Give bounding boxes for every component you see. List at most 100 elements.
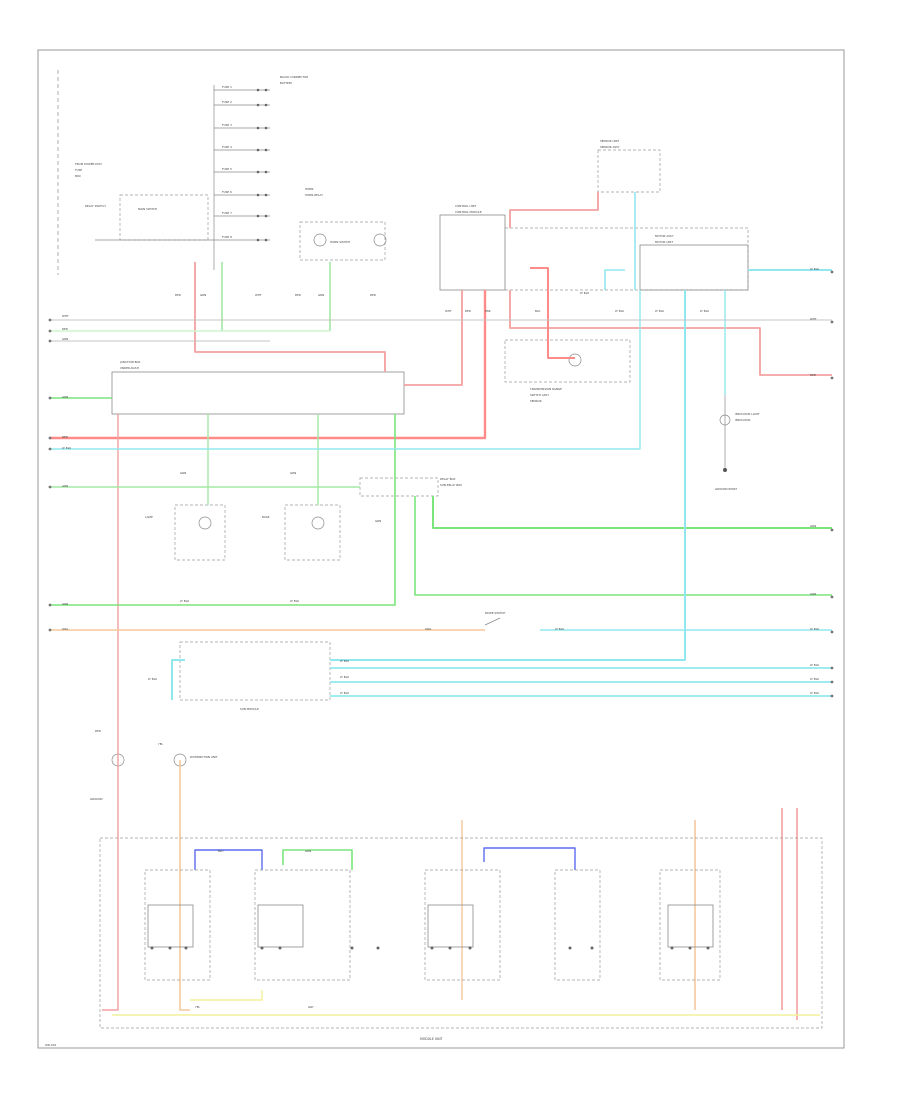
svg-text:WHT: WHT (445, 309, 452, 313)
svg-text:RELAY SWITCH: RELAY SWITCH (85, 204, 106, 208)
wire-red-center (404, 290, 463, 386)
svg-text:LT BLU: LT BLU (180, 599, 189, 603)
svg-text:SWITCH ASSY: SWITCH ASSY (530, 393, 549, 397)
fuse-row-5-label: FUSE 5 (222, 167, 232, 171)
wire-blue-1 (194, 849, 263, 870)
svg-text:LT BLU: LT BLU (340, 675, 349, 679)
wire-yellow-seg (190, 990, 263, 1001)
svg-text:GRN: GRN (62, 484, 68, 488)
battery-label: BATTERY (280, 81, 293, 85)
indicator-light: INDICATOR LIGHT INDICATOR GROUND POINT (715, 395, 760, 491)
svg-text:WHT: WHT (810, 317, 817, 321)
wire-red-right-loop (509, 290, 832, 376)
svg-text:SUB RELAY BOX: SUB RELAY BOX (440, 483, 462, 487)
svg-text:SUB MODULE: SUB MODULE (240, 707, 259, 711)
wire-red-bus (50, 290, 487, 440)
svg-text:INDICATOR LIGHT: INDICATOR LIGHT (735, 412, 760, 416)
wires-orange (50, 629, 696, 1011)
wire-green-relay-down (50, 414, 396, 606)
svg-text:LT BLU: LT BLU (810, 677, 819, 681)
svg-text:RED: RED (370, 293, 376, 297)
control-unit-top: CONTROL UNIT CONTROL MODULE (439, 204, 506, 291)
fuse-row-4-label: FUSE 4 (222, 145, 232, 149)
svg-text:GRN: GRN (305, 849, 311, 853)
fuse-row-7-label: FUSE 7 (222, 211, 232, 215)
svg-text:LT BLU: LT BLU (340, 691, 349, 695)
svg-text:LT BLU: LT BLU (290, 599, 299, 603)
svg-text:MAIN SWITCH: MAIN SWITCH (138, 207, 157, 211)
svg-text:MOTOR UNIT: MOTOR UNIT (655, 240, 673, 244)
svg-text:BULB: BULB (262, 515, 270, 519)
svg-text:RED: RED (465, 309, 471, 313)
svg-text:LT BLU: LT BLU (148, 677, 157, 681)
svg-text:TRANSMISSION RANGE: TRANSMISSION RANGE (529, 387, 562, 391)
svg-text:GRN: GRN (62, 337, 68, 341)
wires-misc (50, 319, 832, 1016)
fuse-box-label-a: FROM POWER DIST. (75, 162, 102, 166)
junction-box: JUNCTION BOX UNDER-DASH (111, 360, 405, 415)
svg-text:RED: RED (95, 729, 101, 733)
svg-text:GRY: GRY (308, 1005, 314, 1009)
svg-text:CONTROL MODULE: CONTROL MODULE (455, 210, 482, 214)
svg-text:RED: RED (62, 327, 68, 331)
fuse-row-8-label: FUSE 8 (222, 235, 232, 239)
svg-text:PNK: PNK (485, 309, 491, 313)
fuse-block-top: FUSE 1 FUSE 2 FUSE 3 FUSE 4 FUSE 5 FUSE … (213, 75, 308, 270)
wires-green (50, 262, 832, 870)
svg-text:WHT: WHT (255, 293, 262, 297)
wire-cyan-loop (604, 269, 625, 290)
fuse-row-1-label: FUSE 1 (222, 85, 232, 89)
module-title: MODULE UNIT (420, 1037, 443, 1041)
svg-text:SENSOR: SENSOR (530, 399, 542, 403)
relay-switch-component: RELAY SWITCH MAIN SWITCH (85, 194, 214, 241)
svg-text:DISTRIBUTION UNIT: DISTRIBUTION UNIT (190, 755, 218, 759)
svg-text:RED: RED (810, 373, 816, 377)
svg-text:RED: RED (62, 435, 68, 439)
svg-text:RED: RED (295, 293, 301, 297)
svg-text:WHT: WHT (62, 314, 69, 318)
diagram-frame (37, 49, 845, 1049)
svg-text:GRN: GRN (62, 395, 68, 399)
distribution-unit: DISTRIBUTION UNIT GROUND (90, 753, 218, 801)
fuse-row-6-label: FUSE 6 (222, 190, 232, 194)
wire-red-trans (530, 267, 575, 359)
wire-orange-down (179, 760, 190, 1011)
svg-text:YEL: YEL (195, 1005, 200, 1009)
fuse-row-2-label: FUSE 2 (222, 100, 232, 104)
svg-text:GRN: GRN (375, 519, 381, 523)
svg-text:LT BLU: LT BLU (810, 627, 819, 631)
svg-text:MOTOR ASSY: MOTOR ASSY (655, 234, 674, 238)
svg-text:INDICATOR: INDICATOR (735, 418, 750, 422)
svg-text:GRN: GRN (200, 293, 206, 297)
wire-green-relay-right (432, 496, 832, 529)
svg-text:HORN: HORN (305, 187, 313, 191)
lamp-right: BULB (262, 504, 341, 561)
fuse-box-label-c: BOX (75, 174, 81, 178)
left-connector-marks (48, 318, 52, 632)
svg-text:ORG: ORG (62, 627, 68, 631)
bottom-module: MODULE UNIT (99, 837, 823, 1041)
motor-assembly: MOTOR ASSY MOTOR UNIT (504, 227, 749, 291)
svg-text:RED: RED (175, 293, 181, 297)
horn-component: HORN HORN RELAY HORN SWITCH (299, 187, 387, 261)
wire-red-top-left (194, 262, 386, 372)
wire-red-right-top (509, 192, 599, 228)
svg-text:BLK: BLK (535, 309, 540, 313)
svg-text:GROUND: GROUND (90, 797, 103, 801)
svg-text:CONTROL UNIT: CONTROL UNIT (455, 204, 477, 208)
svg-text:GRN: GRN (290, 471, 296, 475)
svg-text:SENSOR UNIT: SENSOR UNIT (600, 139, 619, 143)
transmission-range-switch: TRANSMISSION RANGE SWITCH ASSY SENSOR (504, 339, 631, 403)
svg-text:MODE SWITCH: MODE SWITCH (485, 611, 505, 615)
svg-text:JUNCTION BOX: JUNCTION BOX (119, 360, 141, 364)
svg-text:ORG: ORG (425, 627, 431, 631)
wire-color-labels: WHT RED GRN GRN RED LT BLU GRN GRN ORG L… (62, 267, 819, 1009)
svg-text:BLU: BLU (218, 849, 223, 853)
ground-point-label: GROUND POINT (715, 487, 737, 491)
wire-blue-2 (483, 847, 576, 870)
relay-box: RELAY BOX SUB RELAY BOX (359, 477, 462, 497)
wire-green-relay-595 (414, 496, 832, 596)
sensor-unit: SENSOR UNIT SENSOR ASSY (597, 139, 661, 193)
svg-text:LT BLU: LT BLU (810, 663, 819, 667)
